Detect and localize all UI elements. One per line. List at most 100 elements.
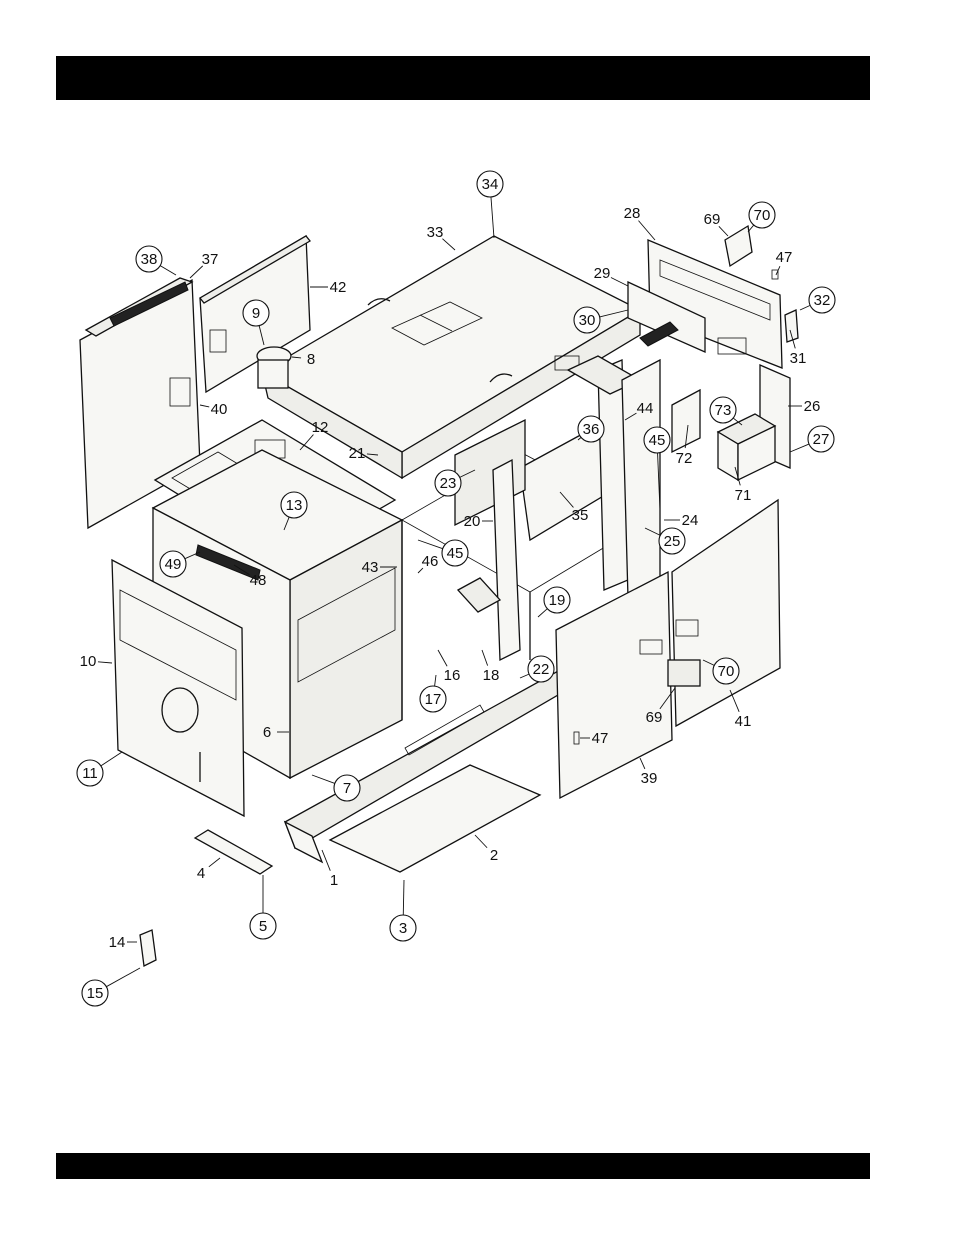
callout-number: 26 [804, 398, 821, 415]
callout-leader [442, 239, 455, 250]
callout-number: 17 [425, 691, 442, 708]
callout-number: 33 [427, 224, 444, 241]
callout-number: 20 [464, 513, 481, 530]
callout-24: 24 [664, 512, 698, 529]
callout-number: 69 [704, 211, 721, 228]
callout-leader [160, 266, 176, 275]
callout-number: 24 [682, 512, 699, 529]
callout-leader [491, 197, 494, 238]
callout-leader [640, 758, 645, 769]
callout-number: 4 [197, 865, 205, 882]
callout-11: 11 [77, 752, 122, 786]
callout-number: 22 [533, 661, 550, 678]
callout-leader [475, 835, 487, 848]
callout-leader [435, 675, 436, 686]
callout-number: 69 [646, 709, 663, 726]
callout-number: 13 [286, 497, 303, 514]
callout-37: 37 [190, 251, 218, 278]
callout-number: 7 [343, 780, 351, 797]
callout-27: 27 [790, 426, 834, 452]
callout-26: 26 [788, 398, 820, 415]
callout-34: 34 [477, 171, 503, 238]
callout-number: 34 [482, 176, 499, 193]
callout-number: 31 [790, 350, 807, 367]
callout-number: 15 [87, 985, 104, 1002]
callout-leader [200, 405, 209, 407]
callout-number: 35 [572, 507, 589, 524]
callout-number: 46 [422, 553, 439, 570]
callout-3: 3 [390, 880, 416, 941]
callout-number: 8 [307, 351, 315, 368]
callout-leader [800, 305, 810, 310]
callout-32: 32 [800, 287, 835, 313]
callout-22: 22 [520, 656, 554, 682]
callout-number: 1 [330, 872, 338, 889]
callout-number: 18 [483, 667, 500, 684]
callout-number: 3 [399, 920, 407, 937]
callout-number: 28 [624, 205, 641, 222]
callout-number: 27 [813, 431, 830, 448]
callout-number: 5 [259, 918, 267, 935]
callout-number: 6 [263, 724, 271, 741]
callout-20: 20 [464, 513, 493, 530]
callout-36: 36 [578, 416, 604, 442]
callout-number: 41 [735, 713, 752, 730]
callout-leader [106, 968, 140, 987]
callout-leader [98, 662, 112, 663]
callout-number: 42 [330, 279, 347, 296]
enclosure-artwork [80, 226, 798, 966]
callout-number: 47 [592, 730, 609, 747]
callout-leader [482, 650, 488, 666]
callout-leader [611, 277, 628, 286]
callout-number: 72 [676, 450, 693, 467]
callout-number: 29 [594, 265, 611, 282]
callout-40: 40 [200, 401, 227, 418]
callout-39: 39 [640, 758, 657, 787]
callout-number: 16 [444, 667, 461, 684]
callout-47: 47 [776, 249, 793, 275]
callout-19: 19 [538, 587, 570, 617]
callout-number: 9 [252, 305, 260, 322]
callout-leader [790, 444, 809, 452]
callout-number: 45 [649, 432, 666, 449]
callout-number: 73 [715, 402, 732, 419]
callout-number: 25 [664, 533, 681, 550]
callout-number: 32 [814, 292, 831, 309]
callout-number: 48 [250, 572, 267, 589]
callout-number: 10 [80, 653, 97, 670]
callout-number: 23 [440, 475, 457, 492]
callout-number: 71 [735, 487, 752, 504]
callout-70: 70 [748, 202, 775, 232]
callout-leader [638, 221, 655, 240]
callout-leader [322, 850, 330, 871]
callout-number: 19 [549, 592, 566, 609]
callout-number: 2 [490, 847, 498, 864]
callout-number: 30 [579, 312, 596, 329]
callout-16: 16 [438, 650, 460, 684]
callout-73: 73 [710, 397, 742, 425]
callout-leader [418, 540, 443, 549]
callout-number: 70 [754, 207, 771, 224]
callout-number: 12 [312, 419, 329, 436]
callout-number: 21 [349, 445, 366, 462]
callout-10: 10 [80, 653, 112, 670]
callout-number: 11 [82, 765, 98, 782]
callout-number: 14 [109, 934, 126, 951]
callout-41: 41 [730, 690, 751, 730]
callout-number: 37 [202, 251, 219, 268]
callout-number: 39 [641, 770, 658, 787]
callout-28: 28 [624, 205, 655, 240]
callout-number: 49 [165, 556, 182, 573]
callout-leader [538, 609, 547, 617]
callout-number: 38 [141, 251, 158, 268]
callout-leader [209, 858, 220, 867]
callout-1: 1 [322, 850, 338, 889]
callout-number: 43 [362, 559, 379, 576]
callout-69: 69 [704, 211, 728, 236]
callout-number: 70 [718, 663, 735, 680]
callout-2: 2 [475, 835, 498, 864]
callout-number: 40 [211, 401, 228, 418]
callout-leader [312, 775, 335, 783]
callout-15: 15 [82, 968, 140, 1006]
